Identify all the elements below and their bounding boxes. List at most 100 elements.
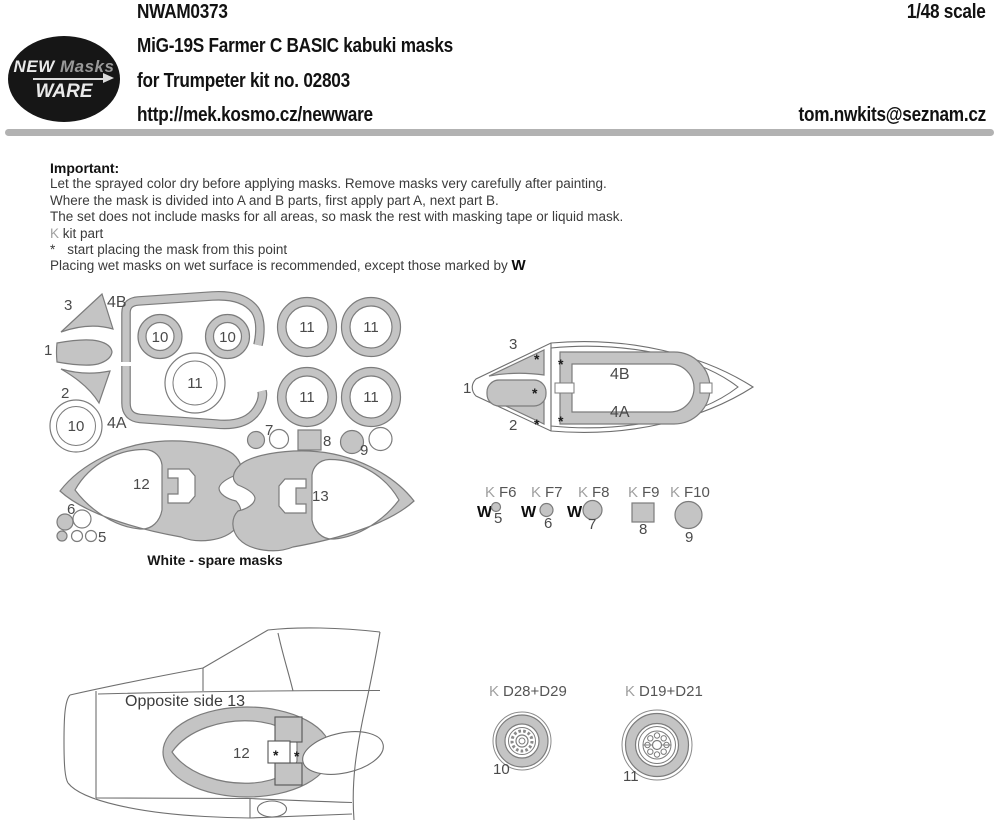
mask-ring-11-group: 11 11 11 11 bbox=[276, 296, 402, 428]
mask-label-10: 10 bbox=[493, 761, 510, 778]
mask-label-6: 6 bbox=[544, 515, 552, 532]
instructions-heading: Important: bbox=[50, 160, 120, 176]
start-point-star: * bbox=[294, 748, 300, 764]
mask-pieces-5: 5 bbox=[56, 529, 106, 546]
mask-label-7: 7 bbox=[265, 422, 273, 439]
mask-ring-11-spare: 11 bbox=[164, 352, 226, 414]
wet-mark: W bbox=[521, 504, 537, 521]
mask-pieces-7-8-9: 7 8 9 bbox=[246, 422, 393, 459]
start-point-star: * bbox=[534, 416, 540, 432]
mask-piece-8-square bbox=[631, 502, 655, 523]
mask-piece-4B bbox=[121, 290, 265, 362]
logo-word-ware: WARE bbox=[35, 80, 93, 102]
kit-part-name: F6 bbox=[499, 484, 517, 501]
mask-label-5: 5 bbox=[494, 510, 502, 527]
kit-part-name: D19+D21 bbox=[639, 683, 703, 700]
product-code: NWAM0373 bbox=[137, 1, 228, 23]
start-point-star: * bbox=[273, 747, 279, 763]
mask-piece-5-dot bbox=[490, 501, 502, 513]
mask-label-9: 9 bbox=[685, 529, 693, 546]
mask-label-9: 9 bbox=[360, 442, 368, 459]
mask-label-11: 11 bbox=[299, 389, 315, 406]
insignia-mask-lower bbox=[274, 762, 303, 786]
mask-piece-9-dot bbox=[674, 500, 703, 530]
mask-pieces-6: 6 bbox=[56, 501, 92, 531]
wet-mark: W bbox=[477, 504, 493, 521]
drawing-clip-edge bbox=[352, 631, 381, 821]
mask-piece-4A bbox=[121, 366, 268, 430]
kit-part-f6: K F6 W 5 bbox=[477, 484, 517, 527]
star-text: start placing the mask from this point bbox=[67, 242, 288, 258]
kit-part-f9: K F9 8 bbox=[628, 484, 660, 538]
wheels-diagram: K D28+D29 10 K D19+D21 11 bbox=[489, 683, 703, 785]
mask-label-12: 12 bbox=[133, 476, 150, 493]
canopy-outline bbox=[471, 341, 755, 433]
opposite-side-note: Opposite side 13 bbox=[125, 693, 245, 710]
logo-line1: NEW Masks bbox=[14, 58, 115, 75]
mask-piece-2 bbox=[60, 368, 111, 405]
instructions-block: Important: Let the sprayed color dry bef… bbox=[50, 160, 960, 275]
kit-key: K bbox=[625, 683, 635, 700]
mask-piece-7-gray bbox=[246, 430, 266, 450]
mask-label-11: 11 bbox=[363, 319, 379, 336]
mask-label-12: 12 bbox=[233, 745, 250, 762]
website-url: http://mek.kosmo.cz/newware bbox=[137, 104, 373, 126]
canopy-top-view-diagram: 3 1 2 4B 4A * * * * * bbox=[463, 336, 755, 434]
mask-piece-1 bbox=[55, 339, 113, 366]
instruction-line: Let the sprayed color dry before applyin… bbox=[50, 176, 607, 192]
scale-label: 1/48 scale bbox=[907, 1, 986, 23]
wet-text: Placing wet masks on wet surface is reco… bbox=[50, 258, 508, 274]
mask-piece-12 bbox=[59, 440, 242, 542]
mask-piece-7-white bbox=[268, 428, 290, 450]
logo-word-masks: Masks bbox=[59, 56, 115, 76]
kit-part-f10: K F10 9 bbox=[670, 484, 710, 546]
kit-part-name: F10 bbox=[684, 484, 710, 501]
contact-email: tom.nwkits@seznam.cz bbox=[798, 104, 987, 126]
access-panel-ellipse bbox=[256, 800, 288, 818]
arrow-icon bbox=[33, 73, 114, 83]
kit-part-text: kit part bbox=[62, 225, 104, 241]
kit-part-f7: K F7 W 6 bbox=[521, 484, 563, 532]
mask-label-5: 5 bbox=[98, 529, 106, 546]
mask-label-7: 7 bbox=[588, 516, 596, 533]
insignia-mask-upper bbox=[274, 716, 303, 743]
canopy-label-4B: 4B bbox=[610, 366, 630, 383]
instruction-line-kit: K kit part bbox=[50, 226, 960, 242]
mask-ring-10-b: 10 bbox=[204, 313, 251, 360]
mask-label-11: 11 bbox=[363, 389, 379, 406]
wet-mark: W bbox=[567, 504, 583, 521]
fuselage-outline bbox=[63, 627, 381, 819]
start-point-star: * bbox=[558, 413, 564, 429]
mask-label-1: 1 bbox=[44, 342, 52, 359]
divider-bar bbox=[5, 129, 994, 136]
frame-split-left bbox=[554, 382, 575, 394]
mask-piece-9-gray bbox=[339, 429, 365, 455]
kit-key: K bbox=[531, 484, 541, 501]
sliding-canopy-outline bbox=[550, 345, 739, 429]
mask-label-11: 11 bbox=[623, 768, 639, 785]
mask-label-8: 8 bbox=[323, 433, 331, 450]
applied-mask-1 bbox=[486, 379, 547, 407]
canopy-label-3: 3 bbox=[509, 336, 517, 353]
instruction-line: Where the mask is divided into A and B p… bbox=[50, 192, 499, 208]
mask-ring-10-a: 10 bbox=[137, 313, 183, 360]
mask-label-3: 3 bbox=[64, 297, 72, 314]
applied-mask-frame-4 bbox=[559, 351, 711, 425]
mask-label-10: 10 bbox=[68, 418, 85, 435]
wing-root-fairing bbox=[302, 731, 384, 775]
mask-sheet-diagram: 3 4B 4A 10 10 11 11 11 11 11 1 2 1 bbox=[44, 290, 415, 552]
kit-part-name: D28+D29 bbox=[503, 683, 567, 700]
mask-label-6: 6 bbox=[67, 501, 75, 518]
kit-key: K bbox=[578, 484, 588, 501]
mask-piece-6-dot bbox=[539, 502, 554, 518]
instruction-line: The set does not include masks for all a… bbox=[50, 209, 624, 225]
kit-key: K bbox=[628, 484, 638, 501]
spare-masks-note: White - spare masks bbox=[147, 552, 283, 568]
mask-piece-3 bbox=[60, 292, 114, 333]
mask-piece-8 bbox=[297, 429, 322, 451]
kit-key: K bbox=[489, 683, 499, 700]
instruction-line-wet: Placing wet masks on wet surface is reco… bbox=[50, 258, 960, 274]
kit-part-name: F8 bbox=[592, 484, 610, 501]
start-point-star: * bbox=[532, 385, 538, 401]
kit-part-name: F7 bbox=[545, 484, 563, 501]
